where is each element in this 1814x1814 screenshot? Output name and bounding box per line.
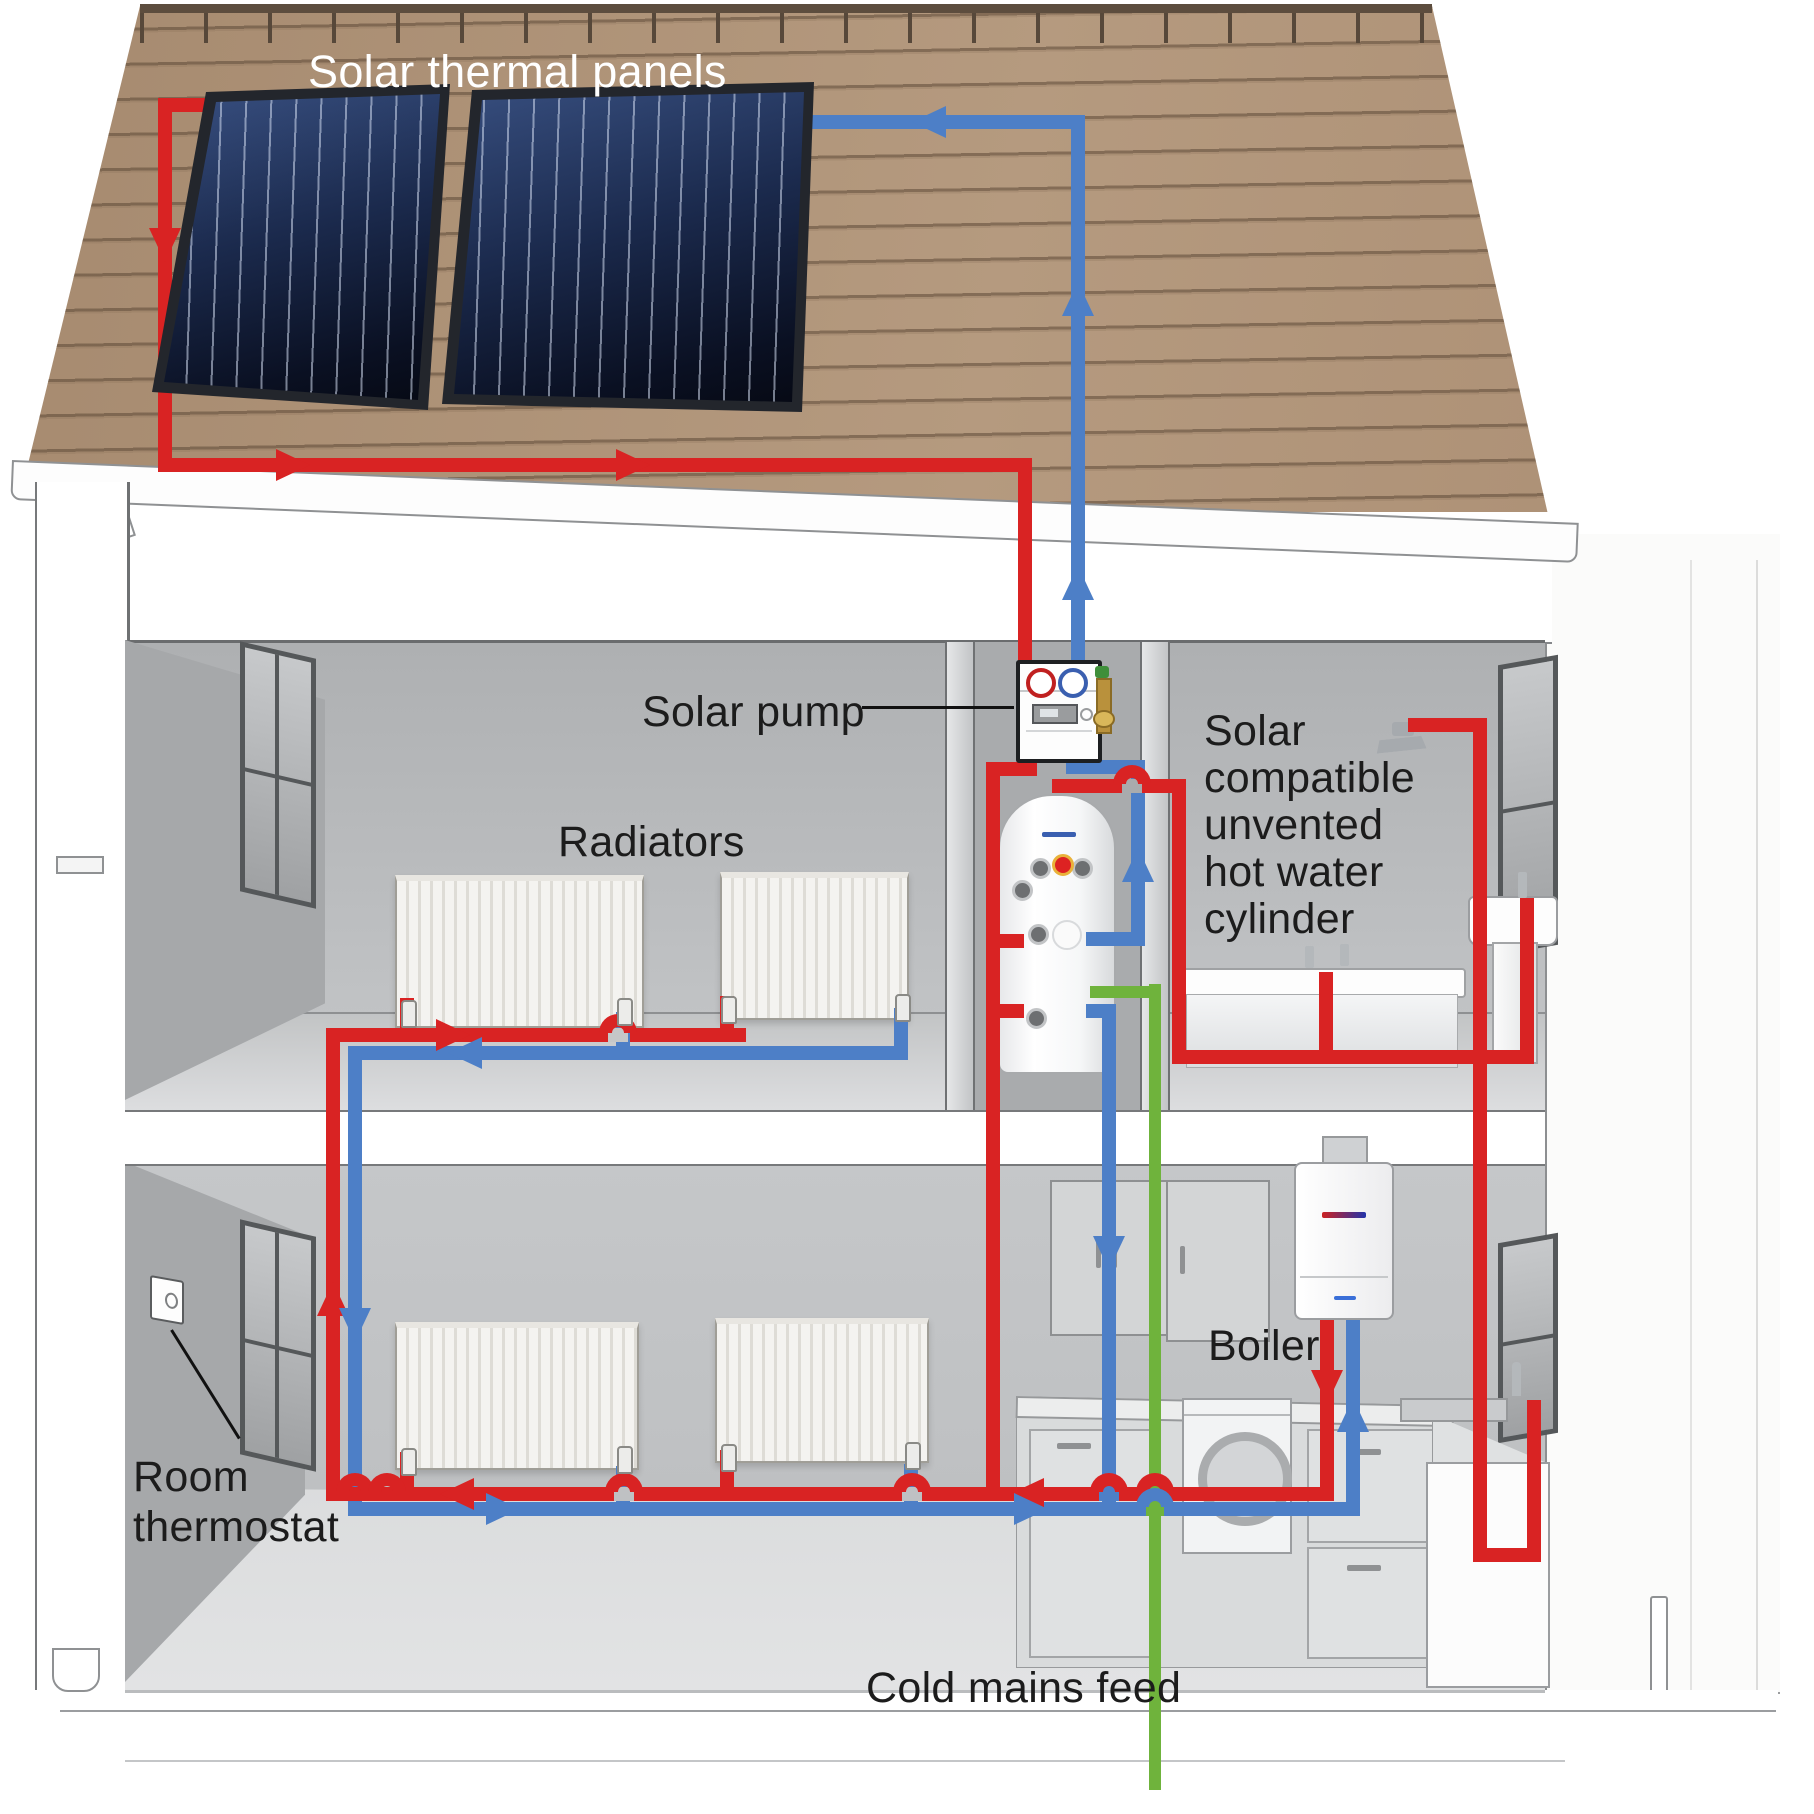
radiator-valve [617, 998, 633, 1026]
flow-arrow-right [616, 449, 650, 481]
label-thermostat-line: Room [133, 1453, 249, 1501]
hot-water-pipe [1052, 779, 1186, 793]
label-solar-thermal-panels: Solar thermal panels [308, 46, 727, 97]
cylinder-coil-stub [994, 1004, 1024, 1018]
radiator-downstairs-2 [715, 1318, 929, 1463]
right-wall-trim [1690, 560, 1692, 1690]
kitchen-sink [1400, 1398, 1508, 1422]
flow-arrow-down [339, 1308, 371, 1342]
bath-tap [1305, 946, 1314, 968]
heating-return-downstairs [348, 1502, 1360, 1516]
radiator-valve [401, 1448, 417, 1476]
solar-pump-leader-line [862, 706, 1014, 709]
boiler-logo [1322, 1212, 1366, 1218]
boiler-return-pipe [1346, 1312, 1360, 1516]
pump-brass-valve [1093, 666, 1115, 734]
shower-kitchen-feed [1473, 718, 1487, 1562]
solar-flow-pipe [1018, 458, 1032, 670]
bath-tap [1340, 944, 1349, 966]
radiator-valve [401, 1000, 417, 1028]
label-cylinder-line: hot water [1204, 848, 1384, 896]
tp-valve [1052, 854, 1074, 876]
cold-mains-pipe [1090, 986, 1158, 998]
radiator-valve [721, 996, 737, 1024]
flow-arrow-up [1062, 282, 1094, 316]
flow-arrow-left [912, 106, 946, 138]
solar-primary-pipe [986, 762, 1000, 1494]
cabinet-handle [1180, 1246, 1185, 1274]
heating-riser [348, 1046, 362, 1516]
heating-riser [326, 1028, 340, 1501]
solar-flow-pipe [158, 98, 218, 112]
flow-arrow-right [1014, 1493, 1048, 1525]
cold-mains-pipe [1149, 984, 1161, 1790]
label-cold-mains-feed: Cold mains feed [866, 1664, 1182, 1712]
right-gable-wall [1545, 534, 1780, 1694]
boiler-flow-pipe [1320, 1312, 1334, 1501]
radiator-valve [721, 1444, 737, 1472]
downpipe-collar [56, 856, 104, 874]
heating-flow-upstairs [326, 1028, 746, 1042]
radiator-valve [617, 1446, 633, 1474]
pipe-bridge [1136, 1488, 1174, 1507]
radiator-downstairs-1 [395, 1322, 639, 1470]
cylinder-logo [1042, 832, 1076, 837]
radiator-valve [905, 1442, 921, 1470]
room-thermostat [150, 1275, 184, 1325]
flow-arrow-up [1122, 848, 1154, 882]
upper-left-window [240, 641, 316, 909]
radiator-upstairs-2 [720, 872, 909, 1020]
label-boiler: Boiler [1208, 1322, 1320, 1370]
label-cylinder-line: cylinder [1204, 895, 1355, 943]
solar-flow-pipe [158, 458, 1032, 472]
flow-arrow-right [486, 1493, 520, 1525]
solar-panel [164, 94, 440, 400]
radiator-valve [895, 994, 911, 1022]
foundation-line [125, 1760, 1565, 1762]
heating-return-upstairs [348, 1046, 908, 1060]
heating-flow-downstairs [326, 1487, 1334, 1501]
boiler [1294, 1162, 1394, 1320]
kitchen-tap [1512, 1362, 1521, 1396]
label-cylinder-line: unvented [1204, 801, 1384, 849]
basin-feed [1520, 898, 1534, 1060]
solar-return-pipe [1071, 115, 1085, 670]
flow-arrow-left [448, 1037, 482, 1069]
pump-gauge-cold [1058, 668, 1088, 698]
cylinder-coil-stub [994, 934, 1024, 948]
flow-arrow-down [149, 228, 181, 262]
foundation-line [60, 1710, 1776, 1712]
roof-ridge [140, 4, 1432, 43]
solar-flow-pipe [158, 98, 172, 472]
label-thermostat-line: thermostat [133, 1503, 340, 1551]
flow-arrow-down [1093, 1236, 1125, 1270]
kitchen-sink-loop [1473, 1548, 1541, 1562]
right-wall-trim [1756, 560, 1758, 1690]
solar-panel [454, 92, 804, 402]
bath-tap-feed [1319, 972, 1333, 1058]
flow-arrow-up [1062, 566, 1094, 600]
label-radiators: Radiators [558, 818, 745, 866]
radiator-upstairs-1 [395, 875, 644, 1028]
label-cylinder-line: Solar [1204, 707, 1306, 755]
hot-water-pipe [1172, 779, 1186, 1064]
cupboard-wall-left [945, 642, 975, 1112]
label-room-thermostat: Room thermostat [133, 1452, 339, 1552]
bathroom-hot-run [1172, 1050, 1534, 1064]
pump-gauge-hot [1026, 668, 1056, 698]
cylinder-port-stub [1086, 932, 1145, 946]
label-cylinder-line: compatible [1204, 754, 1415, 802]
label-solar-pump: Solar pump [642, 688, 865, 736]
label-cylinder: Solar compatible unvented hot water cyli… [1204, 708, 1415, 943]
basin-tap [1518, 872, 1527, 898]
flow-arrow-right [276, 449, 310, 481]
relief-discharge-pipe [1650, 1596, 1668, 1694]
downpipe-shoe [52, 1648, 100, 1692]
kitchen-sink-loop [1527, 1400, 1541, 1562]
washing-machine [1182, 1398, 1292, 1554]
left-cut-wall [35, 482, 130, 1712]
shower-feed [1408, 718, 1478, 732]
lower-left-window [240, 1219, 316, 1472]
flow-arrow-left [440, 1478, 474, 1510]
